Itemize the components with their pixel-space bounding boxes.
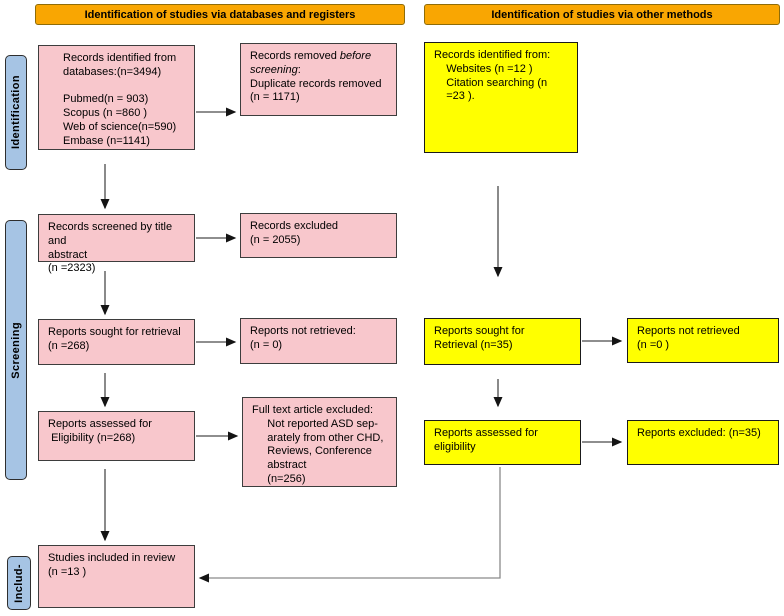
header-other-methods: Identification of studies via other meth… [424,4,780,25]
stage-label-included-text: Includ- [13,563,25,603]
stage-label-screening-text: Screening [10,321,22,379]
box-reports-not-retrieved-other: Reports not retrieved (n =0 ) [627,318,779,363]
stage-label-identification-text: Identification [10,75,22,150]
stage-label-identification: Identification [5,55,27,170]
box-fulltext-excluded: Full text article excluded: Not reported… [242,397,397,487]
box-records-identified-databases: Records identified from databases:(n=349… [38,45,195,150]
header-databases-registers: Identification of studies via databases … [35,4,405,25]
stage-label-included: Includ- [7,556,31,610]
box-reports-excluded-other: Reports excluded: (n=35) [627,420,779,465]
records-removed-text-pre: Records removed [250,50,340,62]
box-reports-sought-other: Reports sought for Retrieval (n=35) [424,318,581,365]
records-removed-text-post: : Duplicate records removed (n = 1171) [250,63,382,104]
stage-label-screening: Screening [5,220,27,480]
box-records-screened: Records screened by title and abstract (… [38,214,195,274]
box-reports-not-retrieved: Reports not retrieved: (n = 0) [240,318,397,364]
box-reports-assessed-eligibility: Reports assessed for Eligibility (n=268) [38,411,195,461]
box-studies-included: Studies included in review (n =13 ) [38,545,195,608]
box-records-identified-other: Records identified from: Websites (n =12… [424,42,578,153]
box-records-excluded: Records excluded (n = 2055) [240,213,397,258]
records-removed-text-italic: before screening [250,50,372,76]
box-reports-sought-retrieval: Reports sought for retrieval (n =268) [38,319,195,365]
box-records-removed-before-screening: Records removed before screening: Duplic… [240,43,397,116]
box-reports-assessed-other: Reports assessed for eligibility [424,420,581,465]
